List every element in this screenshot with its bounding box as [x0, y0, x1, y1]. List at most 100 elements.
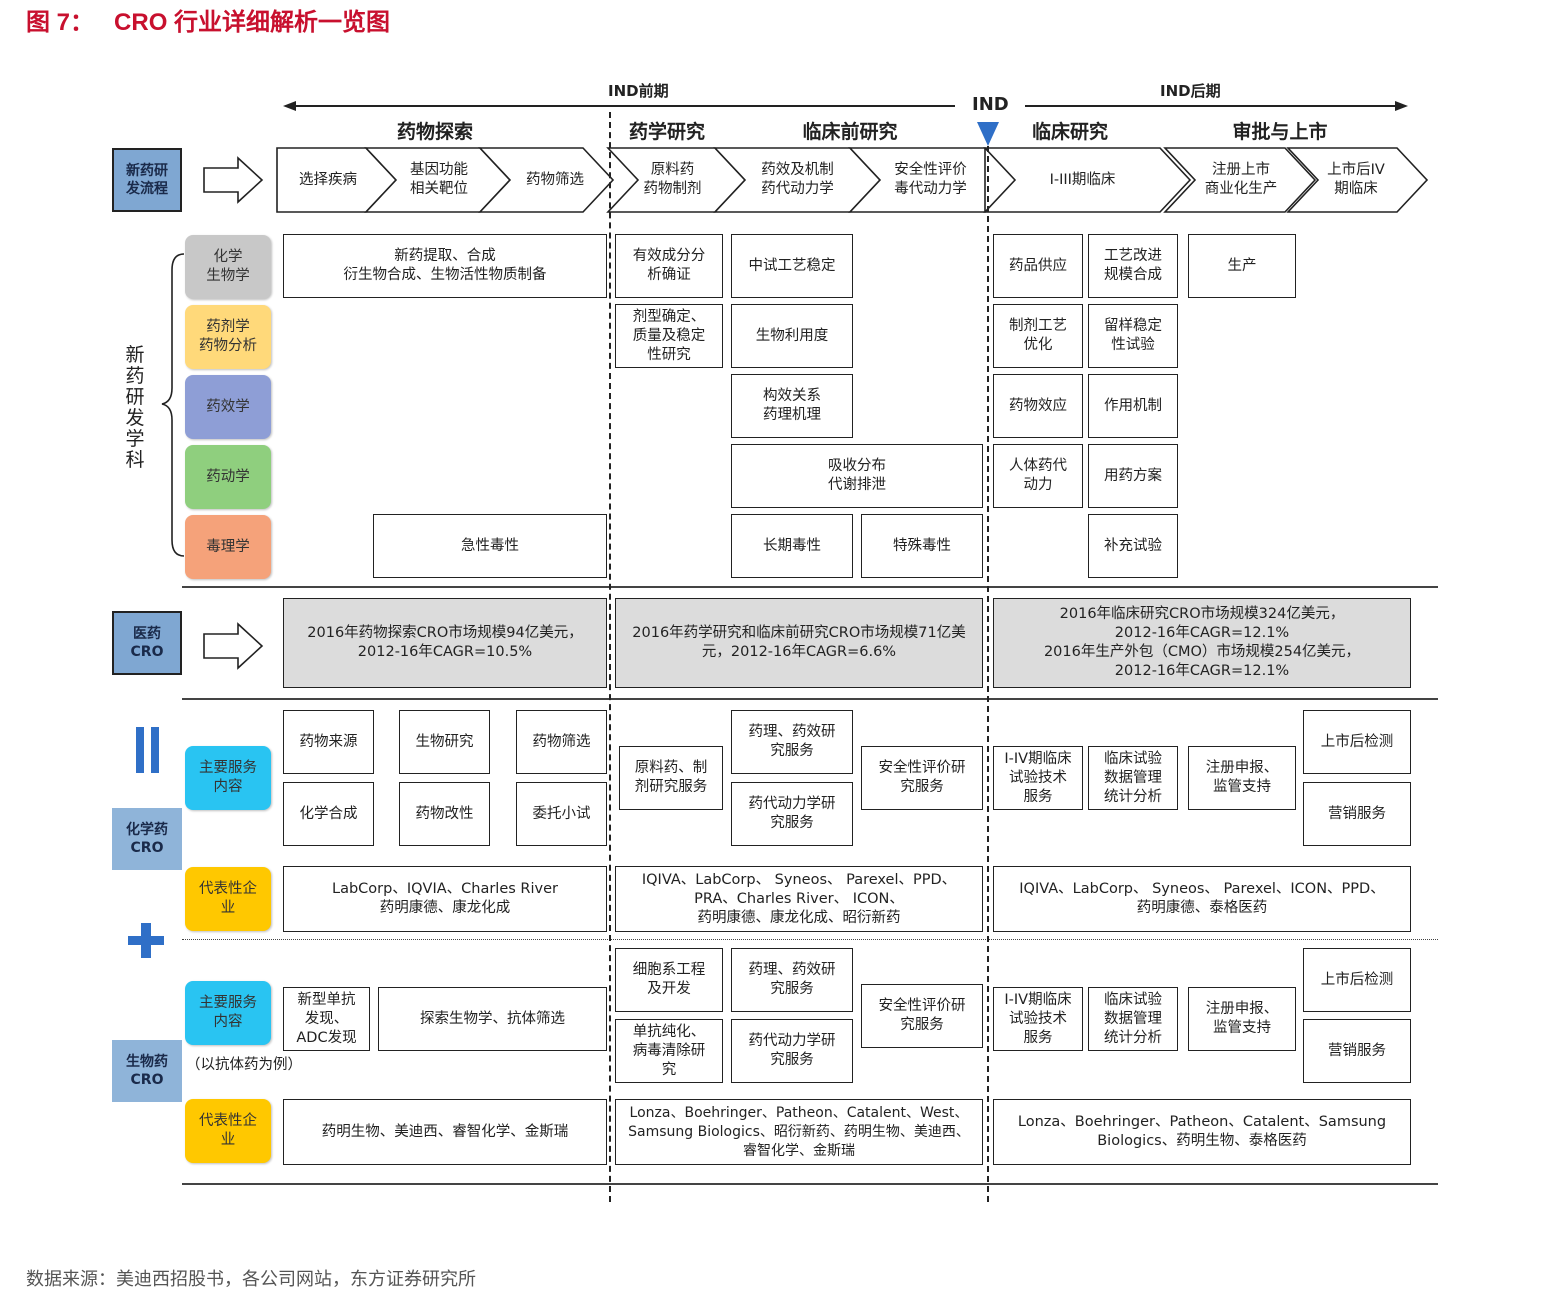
bio-service-purification: 单抗纯化、 病毒清除研 究: [615, 1019, 723, 1083]
label-flow: 新药研 发流程: [112, 148, 182, 212]
bio-companies-discovery: 药明生物、美迪西、睿智化学、金斯瑞: [283, 1099, 607, 1165]
chem-service-pk: 药代动力学研 究服务: [731, 782, 853, 846]
grid-regimen: 用药方案: [1088, 444, 1178, 508]
grid-sar: 构效关系 药理机理: [731, 374, 853, 438]
flow-step-2: 基因功能 相关靶位: [410, 162, 468, 197]
pre-ind-arrowhead: [283, 101, 296, 111]
flow-step-6: 安全性评价 毒代动力学: [894, 162, 967, 197]
figure-title-text: CRO 行业详细解析一览图: [114, 9, 391, 36]
divider-ind: [987, 146, 989, 1202]
flow-step-3: 药物筛选: [526, 171, 584, 188]
stage-approval: 审批与上市: [1232, 121, 1328, 143]
grid-active-component: 有效成分分 析确证: [615, 234, 723, 298]
grid-process-improvement: 工艺改进 规模合成: [1088, 234, 1178, 298]
bio-service-marketing: 营销服务: [1303, 1019, 1411, 1083]
grid-special-toxicity: 特殊毒性: [861, 514, 983, 578]
bio-service-safety: 安全性评价研 究服务: [861, 984, 983, 1048]
bio-service-registration: 注册申报、 监管支持: [1188, 987, 1296, 1051]
flow-hollow-arrow: [203, 156, 264, 204]
chem-service-registration: 注册申报、 监管支持: [1188, 746, 1296, 810]
market-discovery: 2016年药物探索CRO市场规模94亿美元， 2012-16年CAGR=10.5…: [283, 598, 607, 688]
label-bio-cro: 生物药 CRO: [112, 1040, 182, 1102]
chem-service-small-trial: 委托小试: [516, 782, 607, 846]
ind-marker-triangle: [977, 122, 999, 146]
chem-service-post-market: 上市后检测: [1303, 710, 1411, 774]
discipline-toxicology: 毒理学: [185, 515, 271, 579]
label-chem-cro: 化学药 CRO: [112, 808, 182, 870]
separator-bottom: [182, 1183, 1438, 1185]
flow-step-4: 原料药 药物制剂: [643, 162, 702, 197]
discipline-pharmacokinetics: 药动学: [185, 445, 271, 509]
flow-chevrons: [276, 147, 1429, 213]
chevron-7: [983, 147, 1192, 213]
divider-pre-ind: [609, 112, 611, 1202]
chem-service-synthesis: 化学合成: [283, 782, 374, 846]
grid-human-pk: 人体药代 动力: [993, 444, 1083, 508]
stage-clinical: 临床研究: [1031, 121, 1108, 143]
flow-step-8: 注册上市 商业化生产: [1204, 162, 1278, 197]
flow-step-5: 药效及机制 药代动力学: [761, 162, 834, 197]
chevron-9: [1286, 147, 1429, 213]
chem-service-marketing: 营销服务: [1303, 782, 1411, 846]
bio-service-pharmacology: 药理、药效研 究服务: [731, 948, 853, 1012]
chevron-6: [848, 147, 986, 213]
discipline-pharmaceutics: 药剂学 药物分析: [185, 305, 271, 369]
grid-drug-effect: 药物效应: [993, 374, 1083, 438]
row-label-chem-company: 代表性企 业: [185, 867, 271, 931]
grid-chem-synthesis: 新药提取、合成 衍生物合成、生物活性物质制备: [283, 234, 607, 298]
separator-2: [182, 698, 1438, 700]
label-disciplines: 新药研发学科: [123, 345, 147, 471]
row-label-bio-service: 主要服务 内容: [185, 981, 271, 1045]
flow-step-1: 选择疾病: [299, 171, 357, 188]
chem-service-data-mgmt: 临床试验 数据管理 统计分析: [1088, 746, 1178, 810]
phase-post-ind: IND后期: [1160, 82, 1221, 100]
bio-service-post-market: 上市后检测: [1303, 948, 1411, 1012]
market-clinical: 2016年临床研究CRO市场规模324亿美元， 2012-16年CAGR=12.…: [993, 598, 1411, 688]
grid-production: 生产: [1188, 234, 1296, 298]
stage-discovery: 药物探索: [396, 121, 473, 143]
cro-hollow-arrow: [203, 622, 264, 670]
source-note: 数据来源：美迪西招股书，各公司网站，东方证券研究所: [26, 1269, 476, 1290]
row-label-bio-company: 代表性企 业: [185, 1099, 271, 1163]
bio-companies-preclinical: Lonza、Boehringer、Patheon、Catalent、West、 …: [615, 1099, 983, 1165]
phase-ind: IND: [972, 94, 1009, 115]
grid-bioavailability: 生物利用度: [731, 304, 853, 368]
stage-preclinical: 临床前研究: [802, 121, 898, 143]
grid-drug-supply: 药品供应: [993, 234, 1083, 298]
bio-service-mab: 新型单抗 发现、 ADC发现: [283, 987, 370, 1051]
label-cro: 医药 CRO: [112, 611, 182, 675]
chem-service-bio-research: 生物研究: [399, 710, 490, 774]
grid-sample-stability: 留样稳定 性试验: [1088, 304, 1178, 368]
discipline-pharmacodynamics: 药效学: [185, 375, 271, 439]
chem-companies-preclinical: IQIVA、LabCorp、 Syneos、 Parexel、PPD、 PRA、…: [615, 866, 983, 932]
plus-vertical: [141, 923, 151, 958]
bio-service-data-mgmt: 临床试验 数据管理 统计分析: [1088, 987, 1178, 1051]
bio-companies-clinical: Lonza、Boehringer、Patheon、Catalent、Samsun…: [993, 1099, 1411, 1165]
grid-adme: 吸收分布 代谢排泄: [731, 444, 983, 508]
equals-bar-left: [136, 727, 144, 773]
chevron-3: [478, 147, 615, 213]
chem-service-pharmacology: 药理、药效研 究服务: [731, 710, 853, 774]
post-ind-arrowhead: [1395, 101, 1408, 111]
label-disciplines-text: 新药研发学科: [125, 344, 145, 471]
grid-acute-toxicity: 急性毒性: [373, 514, 607, 578]
equals-bar-right: [151, 727, 159, 773]
grid-formulation: 剂型确定、 质量及稳定 性研究: [615, 304, 723, 368]
grid-chronic-toxicity: 长期毒性: [731, 514, 853, 578]
chem-service-source: 药物来源: [283, 710, 374, 774]
grid-supplementary: 补充试验: [1088, 514, 1178, 578]
chem-service-safety: 安全性评价研 究服务: [861, 746, 983, 810]
figure-number: 图 7：: [26, 9, 95, 36]
grid-mechanism: 作用机制: [1088, 374, 1178, 438]
separator-1: [182, 586, 1438, 588]
bio-service-explore: 探索生物学、抗体筛选: [378, 987, 607, 1051]
phase-pre-ind: IND前期: [608, 82, 669, 100]
figure-title: 图 7： CRO 行业详细解析一览图: [26, 2, 390, 37]
bio-note: （以抗体药为例）: [186, 1057, 302, 1073]
discipline-chem-bio: 化学 生物学: [185, 235, 271, 299]
flow-step-7: I-III期临床: [1049, 171, 1116, 188]
chevron-8: [1163, 147, 1317, 213]
chem-companies-clinical: IQIVA、LabCorp、 Syneos、 Parexel、ICON、PPD、…: [993, 866, 1411, 932]
bio-service-pk: 药代动力学研 究服务: [731, 1019, 853, 1083]
grid-prep-optimization: 制剂工艺 优化: [993, 304, 1083, 368]
